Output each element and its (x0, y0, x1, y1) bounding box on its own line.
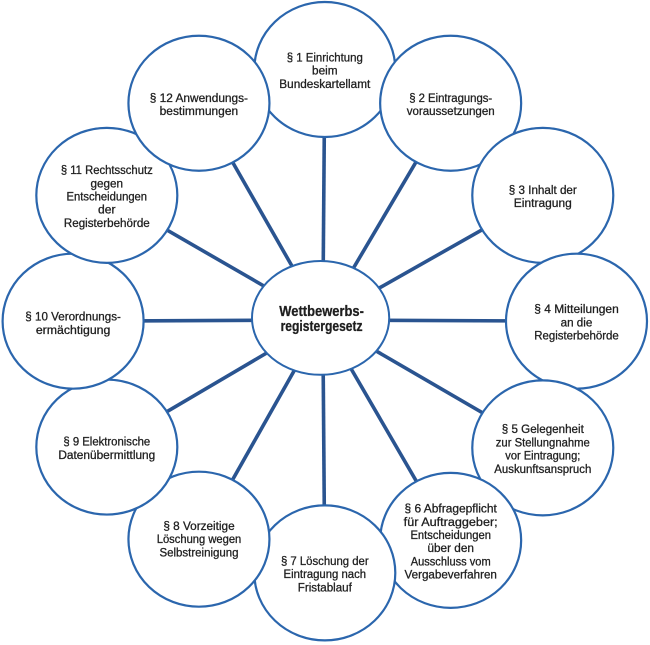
svg-text:§ 10 Verordnungs-ermächtigung: § 10 Verordnungs-ermächtigung (25, 310, 121, 337)
svg-text:§ 12 Anwendungs-bestimmungen: § 12 Anwendungs-bestimmungen (150, 91, 248, 118)
svg-text:§ 2 Eintragungs-voraussetzunge: § 2 Eintragungs-voraussetzungen (407, 91, 495, 118)
svg-text:Wettbewerbs-registergesetz: Wettbewerbs-registergesetz (279, 303, 364, 335)
